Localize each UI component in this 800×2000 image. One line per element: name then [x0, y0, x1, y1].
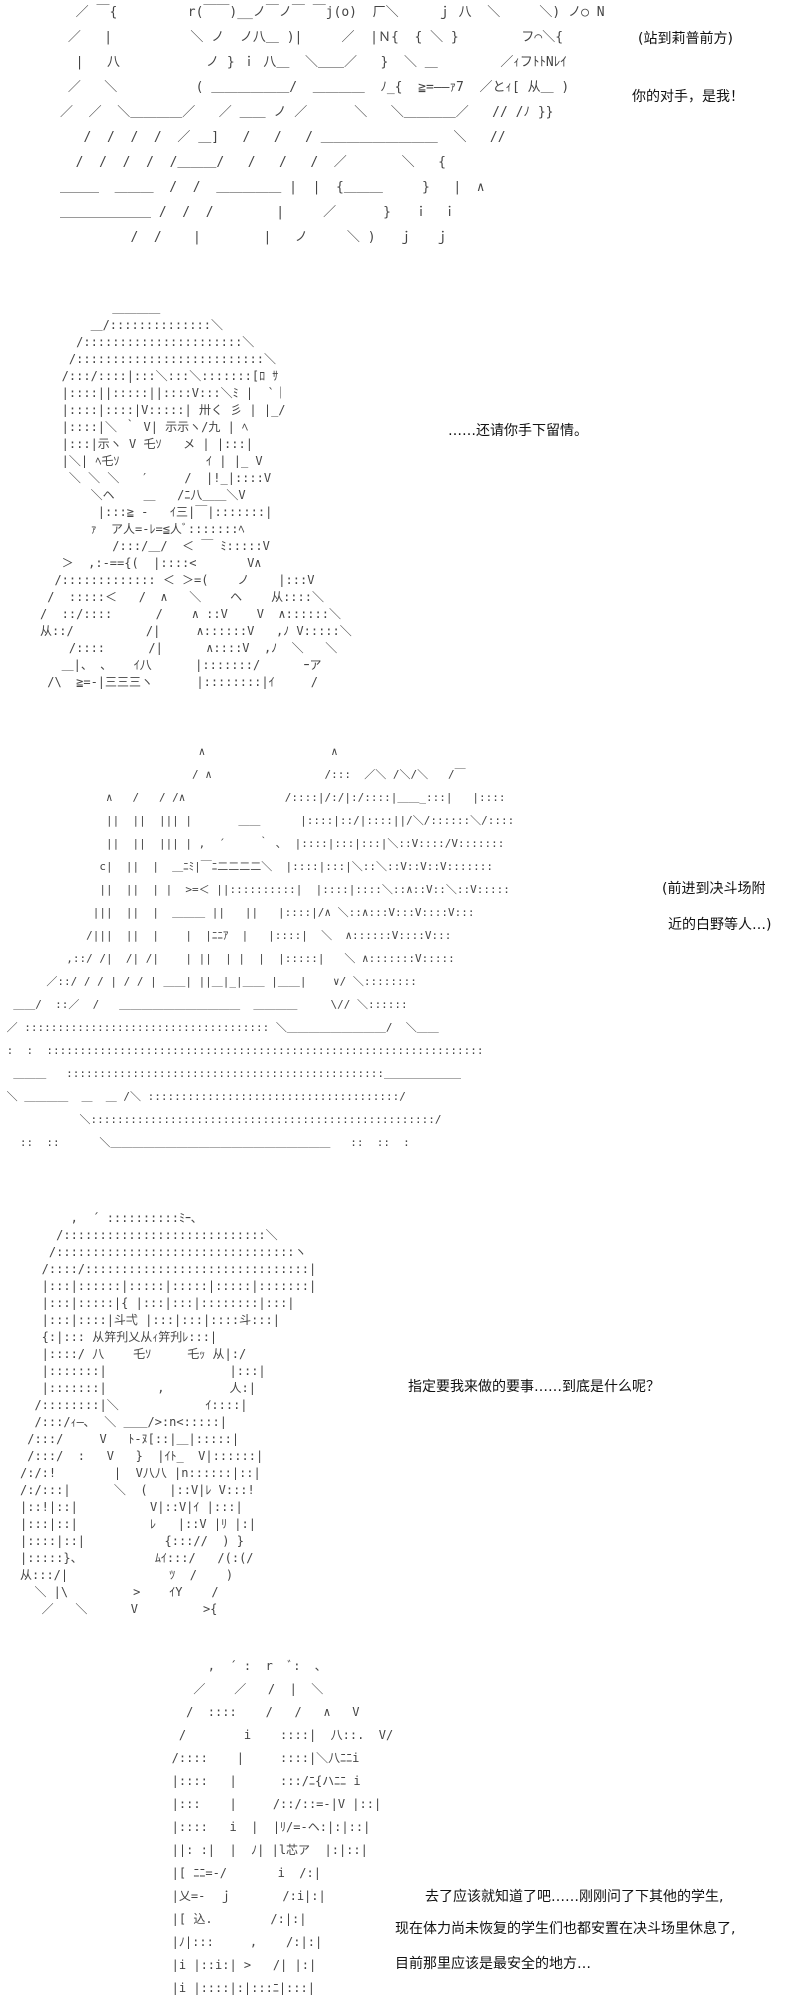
caption-dialogue-line-2: 现在体力尚未恢复的学生们也都安置在决斗场里休息了,: [395, 1921, 736, 1937]
caption-dialogue: ……还请你手下留情。: [448, 423, 588, 439]
ascii-art-girl-portrait: ＿＿＿＿ ＿/::::::::::::::＼ /::::::::::::::::…: [40, 301, 352, 689]
ascii-art-girl-side: , ´ : r ﾞ: ､ ／ ／ / | ＼ / :::: / / ∧ V / …: [171, 1659, 394, 1995]
caption-dialogue: 指定要我来做的要事……到底是什么呢？: [408, 1379, 660, 1395]
caption-narration-line-1: (前进到决斗场附: [662, 881, 766, 897]
caption-dialogue-line-3: 目前那里应该是最安全的地方…: [395, 1956, 591, 1972]
caption-dialogue-line-1: 去了应该就知道了吧……刚刚问了下其他的学生,: [425, 1889, 724, 1905]
ascii-art-characters-confrontation: ／ ￣{ r(￣￣)__ノ￣ノ￣ ￣j(o) 厂＼ ｊ 八 ＼ ＼) ノ○ N …: [60, 5, 605, 245]
caption-narration-line-2: 近的白野等人…): [668, 917, 772, 933]
caption-stage-direction: (站到莉普前方): [638, 31, 733, 47]
ascii-art-arena-castle: ∧ ∧ / ∧ /::: ／＼ /＼/＼ /￣ ∧ / / /∧ /::::|/…: [6, 745, 515, 1149]
ascii-art-long-hair-girl: , ´ ::::::::::ﾐｰ､ /:::::::::::::::::::::…: [20, 1211, 317, 1616]
caption-dialogue: 你的对手，是我！: [632, 89, 744, 105]
